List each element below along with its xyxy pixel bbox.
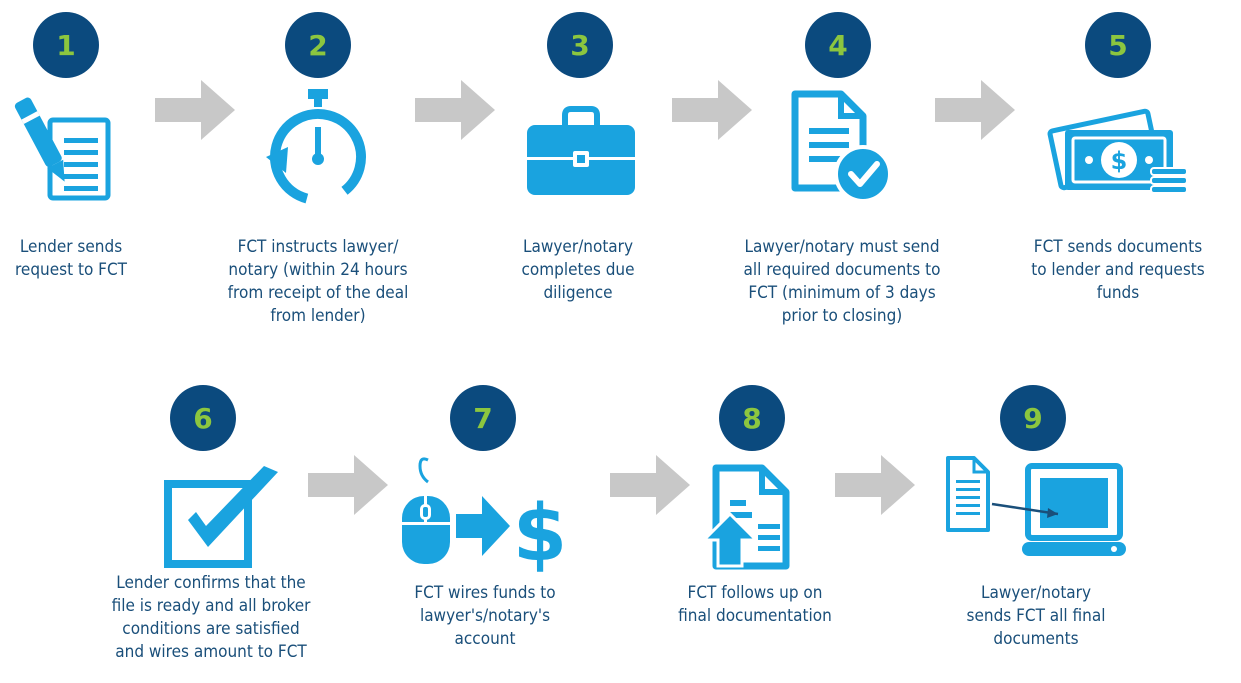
step-1-badge: 1 — [33, 12, 99, 78]
svg-text:$: $ — [1111, 147, 1128, 175]
step-5-badge: 5 — [1085, 12, 1151, 78]
arrow-right-icon — [308, 455, 388, 515]
arrow-right-icon — [415, 80, 495, 140]
step-3-label: Lawyer/notary completes due diligence — [521, 237, 635, 303]
checkbox-checked-icon — [164, 466, 278, 568]
arrow-right-icon — [672, 80, 752, 140]
document-to-computer-icon — [946, 456, 1126, 556]
step-7-badge: 7 — [450, 385, 516, 451]
stopwatch-icon — [266, 89, 366, 205]
step-8-badge: 8 — [719, 385, 785, 451]
step-7-number: 7 — [473, 401, 493, 435]
step-9-number: 9 — [1023, 401, 1043, 435]
step-3-number: 3 — [570, 28, 590, 62]
step-3-badge: 3 — [547, 12, 613, 78]
briefcase-icon — [527, 106, 635, 195]
step-6-badge: 6 — [170, 385, 236, 451]
step-9-badge: 9 — [1000, 385, 1066, 451]
step-2-label: FCT instructs lawyer/ notary (within 24 … — [227, 237, 409, 326]
step-1-label: Lender sends request to FCT — [15, 237, 127, 280]
step-4-badge: 4 — [805, 12, 871, 78]
step-9-label: Lawyer/notary sends FCT all final docume… — [966, 583, 1106, 649]
step-5-label: FCT sends documents to lender and reques… — [1031, 237, 1205, 303]
step-8-label: FCT follows up on final documentation — [678, 583, 832, 626]
arrow-right-icon — [835, 455, 915, 515]
signing-pen-document-icon — [14, 97, 111, 201]
mouse-arrow-dollar-icon: $ — [402, 457, 567, 572]
step-6-number: 6 — [193, 401, 213, 435]
step-2-badge: 2 — [285, 12, 351, 78]
step-7-label: FCT wires funds to lawyer's/notary's acc… — [414, 583, 556, 649]
step-4-label: Lawyer/notary must send all required doc… — [743, 237, 941, 326]
arrow-right-icon — [935, 80, 1015, 140]
step-2-number: 2 — [308, 28, 328, 62]
money-bills-coins-icon: $ — [1047, 108, 1188, 194]
step-4-number: 4 — [828, 28, 848, 62]
step-6-label: Lender confirms that the file is ready a… — [111, 573, 311, 662]
step-1-number: 1 — [56, 28, 76, 62]
document-upload-icon — [700, 464, 790, 570]
arrow-right-icon — [155, 80, 235, 140]
document-check-icon — [791, 90, 892, 203]
step-8-number: 8 — [742, 401, 762, 435]
svg-text:$: $ — [513, 489, 567, 572]
step-5-number: 5 — [1108, 28, 1128, 62]
arrow-right-icon — [610, 455, 690, 515]
